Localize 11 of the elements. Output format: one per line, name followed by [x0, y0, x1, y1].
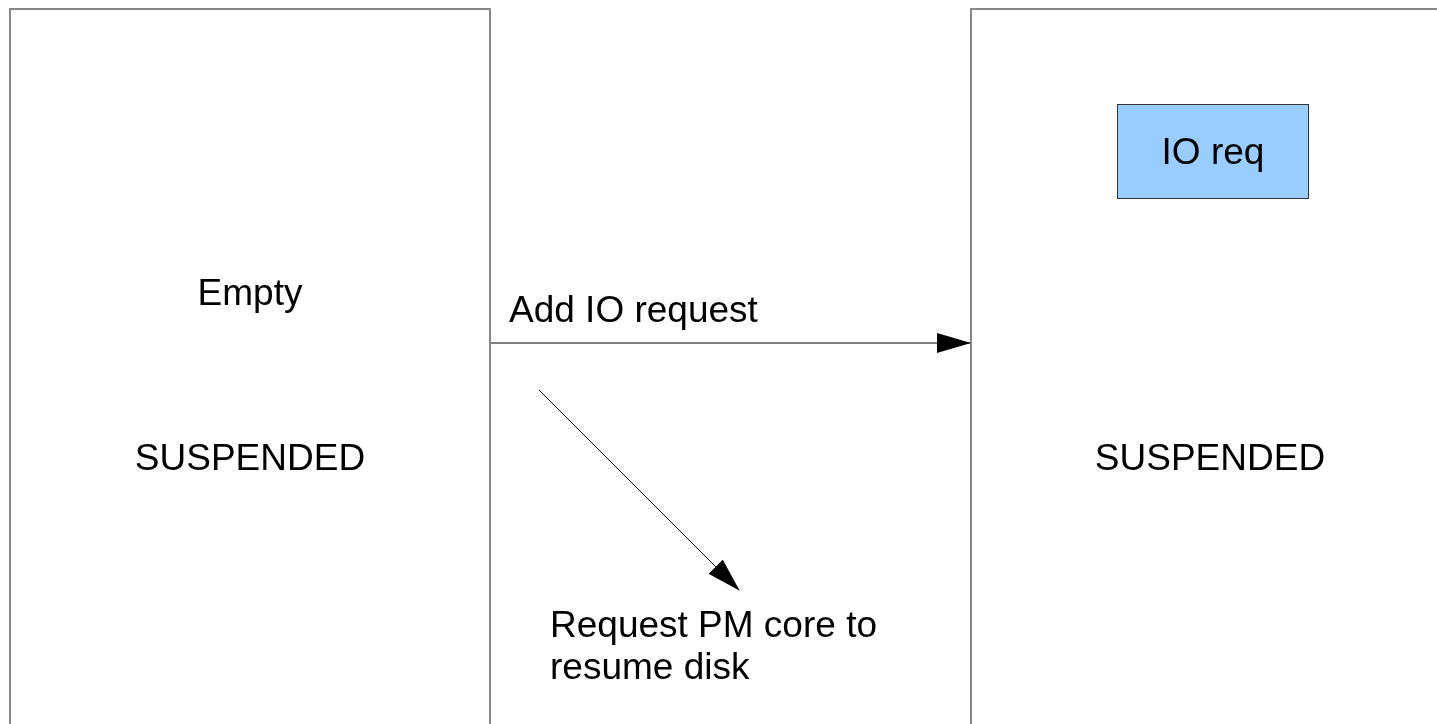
state-text: Empty: [196, 271, 304, 315]
state-label: SUSPENDED: [1093, 436, 1327, 480]
state-label: SUSPENDED: [133, 436, 367, 480]
edge-label: Add IO request: [509, 291, 758, 328]
arrow: [538, 389, 740, 591]
state-panel: [9, 8, 491, 724]
request-box: [1117, 104, 1309, 199]
state-panel: [970, 8, 1437, 724]
request-label: IO req: [1160, 129, 1266, 174]
arrow: [490, 333, 971, 353]
action-text: Request PM core to resume disk: [550, 590, 950, 700]
